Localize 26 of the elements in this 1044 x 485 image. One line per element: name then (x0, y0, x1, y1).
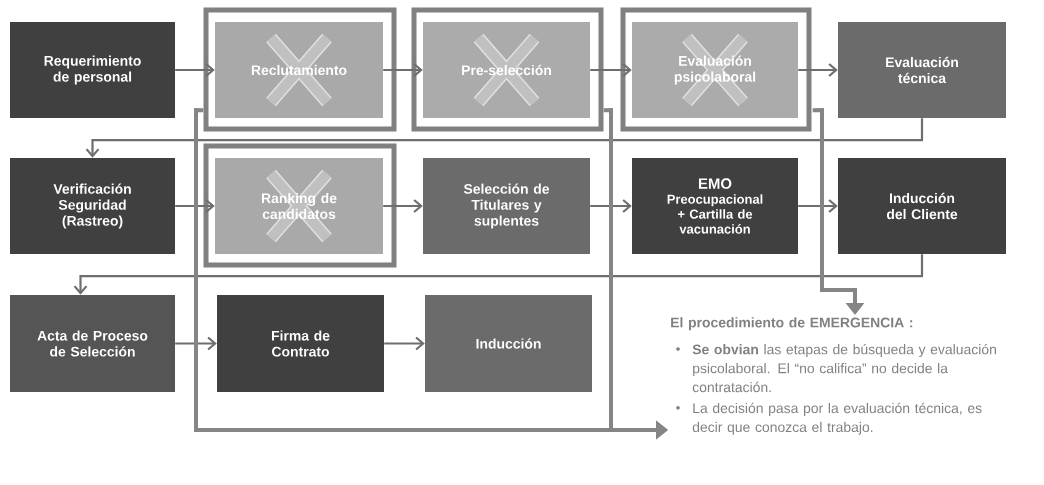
process-box: Requerimiento de personal (10, 22, 175, 118)
arrow (798, 199, 838, 213)
crossed-out-box: Ranking de candidatos (203, 143, 397, 268)
arrow (85, 118, 924, 158)
crossed-out-box: Pre-selección (411, 7, 604, 132)
process-box: Acta de Proceso de Selección (10, 295, 175, 392)
process-box: Inducción (425, 295, 592, 392)
arrow (73, 254, 924, 295)
arrow (383, 63, 423, 77)
crossed-out-box: Reclutamiento (203, 7, 397, 132)
process-box: Selección de Titulares y suplentes (423, 158, 590, 254)
note-text: El procedimiento de EMERGENCIA : Se obvian las etapas de búsqueda y evaluación psicolaboral. El “no califica” no decide la contratación. La decisión pasa por la evaluación técnica, es decir que conozca el trabajo. (671, 317, 996, 435)
arrow (590, 199, 632, 213)
arrow (175, 336, 217, 351)
process-box: Evaluación técnica (838, 22, 1006, 118)
arrow (175, 63, 215, 77)
crossed-out-box: Evaluación psicolaboral (620, 7, 812, 132)
process-box: Firma de Contrato (217, 295, 384, 392)
arrow (384, 336, 425, 351)
process-box: EMO Preocupacional + Cartilla de vacunación (632, 158, 798, 254)
arrow (798, 63, 838, 77)
process-box: Verificación Seguridad (Rastreo) (10, 158, 175, 254)
process-box: Inducción del Cliente (838, 158, 1006, 254)
arrow (590, 63, 632, 77)
arrow (175, 199, 215, 213)
arrow (383, 199, 423, 213)
